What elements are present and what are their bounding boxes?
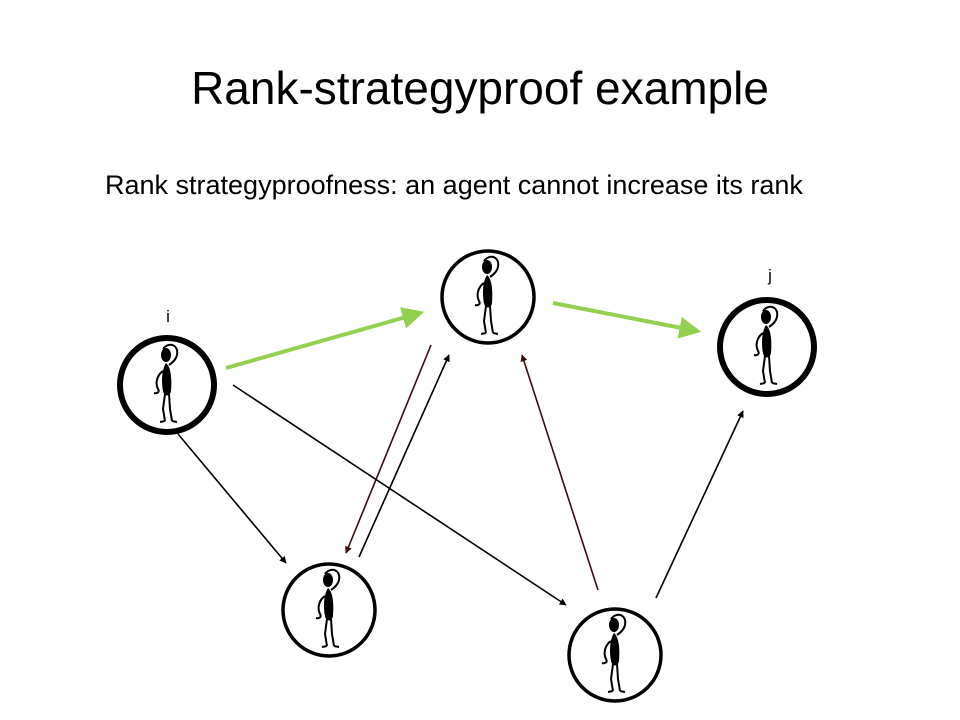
edge-top-to-j bbox=[552, 301, 702, 339]
slide-body-text: Rank strategyproofness: an agent cannot … bbox=[105, 170, 803, 200]
edge-bottom-right-to-top bbox=[520, 354, 599, 591]
edge-i-to-bottom-right bbox=[232, 384, 567, 606]
slide-title: Rank-strategyproof example bbox=[191, 62, 769, 114]
node-bottom-left bbox=[281, 562, 377, 658]
edge-i-to-top bbox=[225, 307, 425, 370]
node-j-label: j bbox=[767, 266, 772, 285]
node-i bbox=[117, 335, 217, 435]
node-i-label: i bbox=[166, 307, 170, 326]
edge-top-to-bottom-left bbox=[345, 344, 432, 554]
node-top bbox=[440, 249, 536, 345]
edge-i-to-bottom-left bbox=[177, 433, 287, 564]
node-bottom-right bbox=[567, 607, 663, 703]
edge-bottom-right-to-j bbox=[655, 410, 744, 599]
node-j bbox=[717, 297, 817, 397]
edge-bottom-left-to-top bbox=[358, 354, 450, 558]
